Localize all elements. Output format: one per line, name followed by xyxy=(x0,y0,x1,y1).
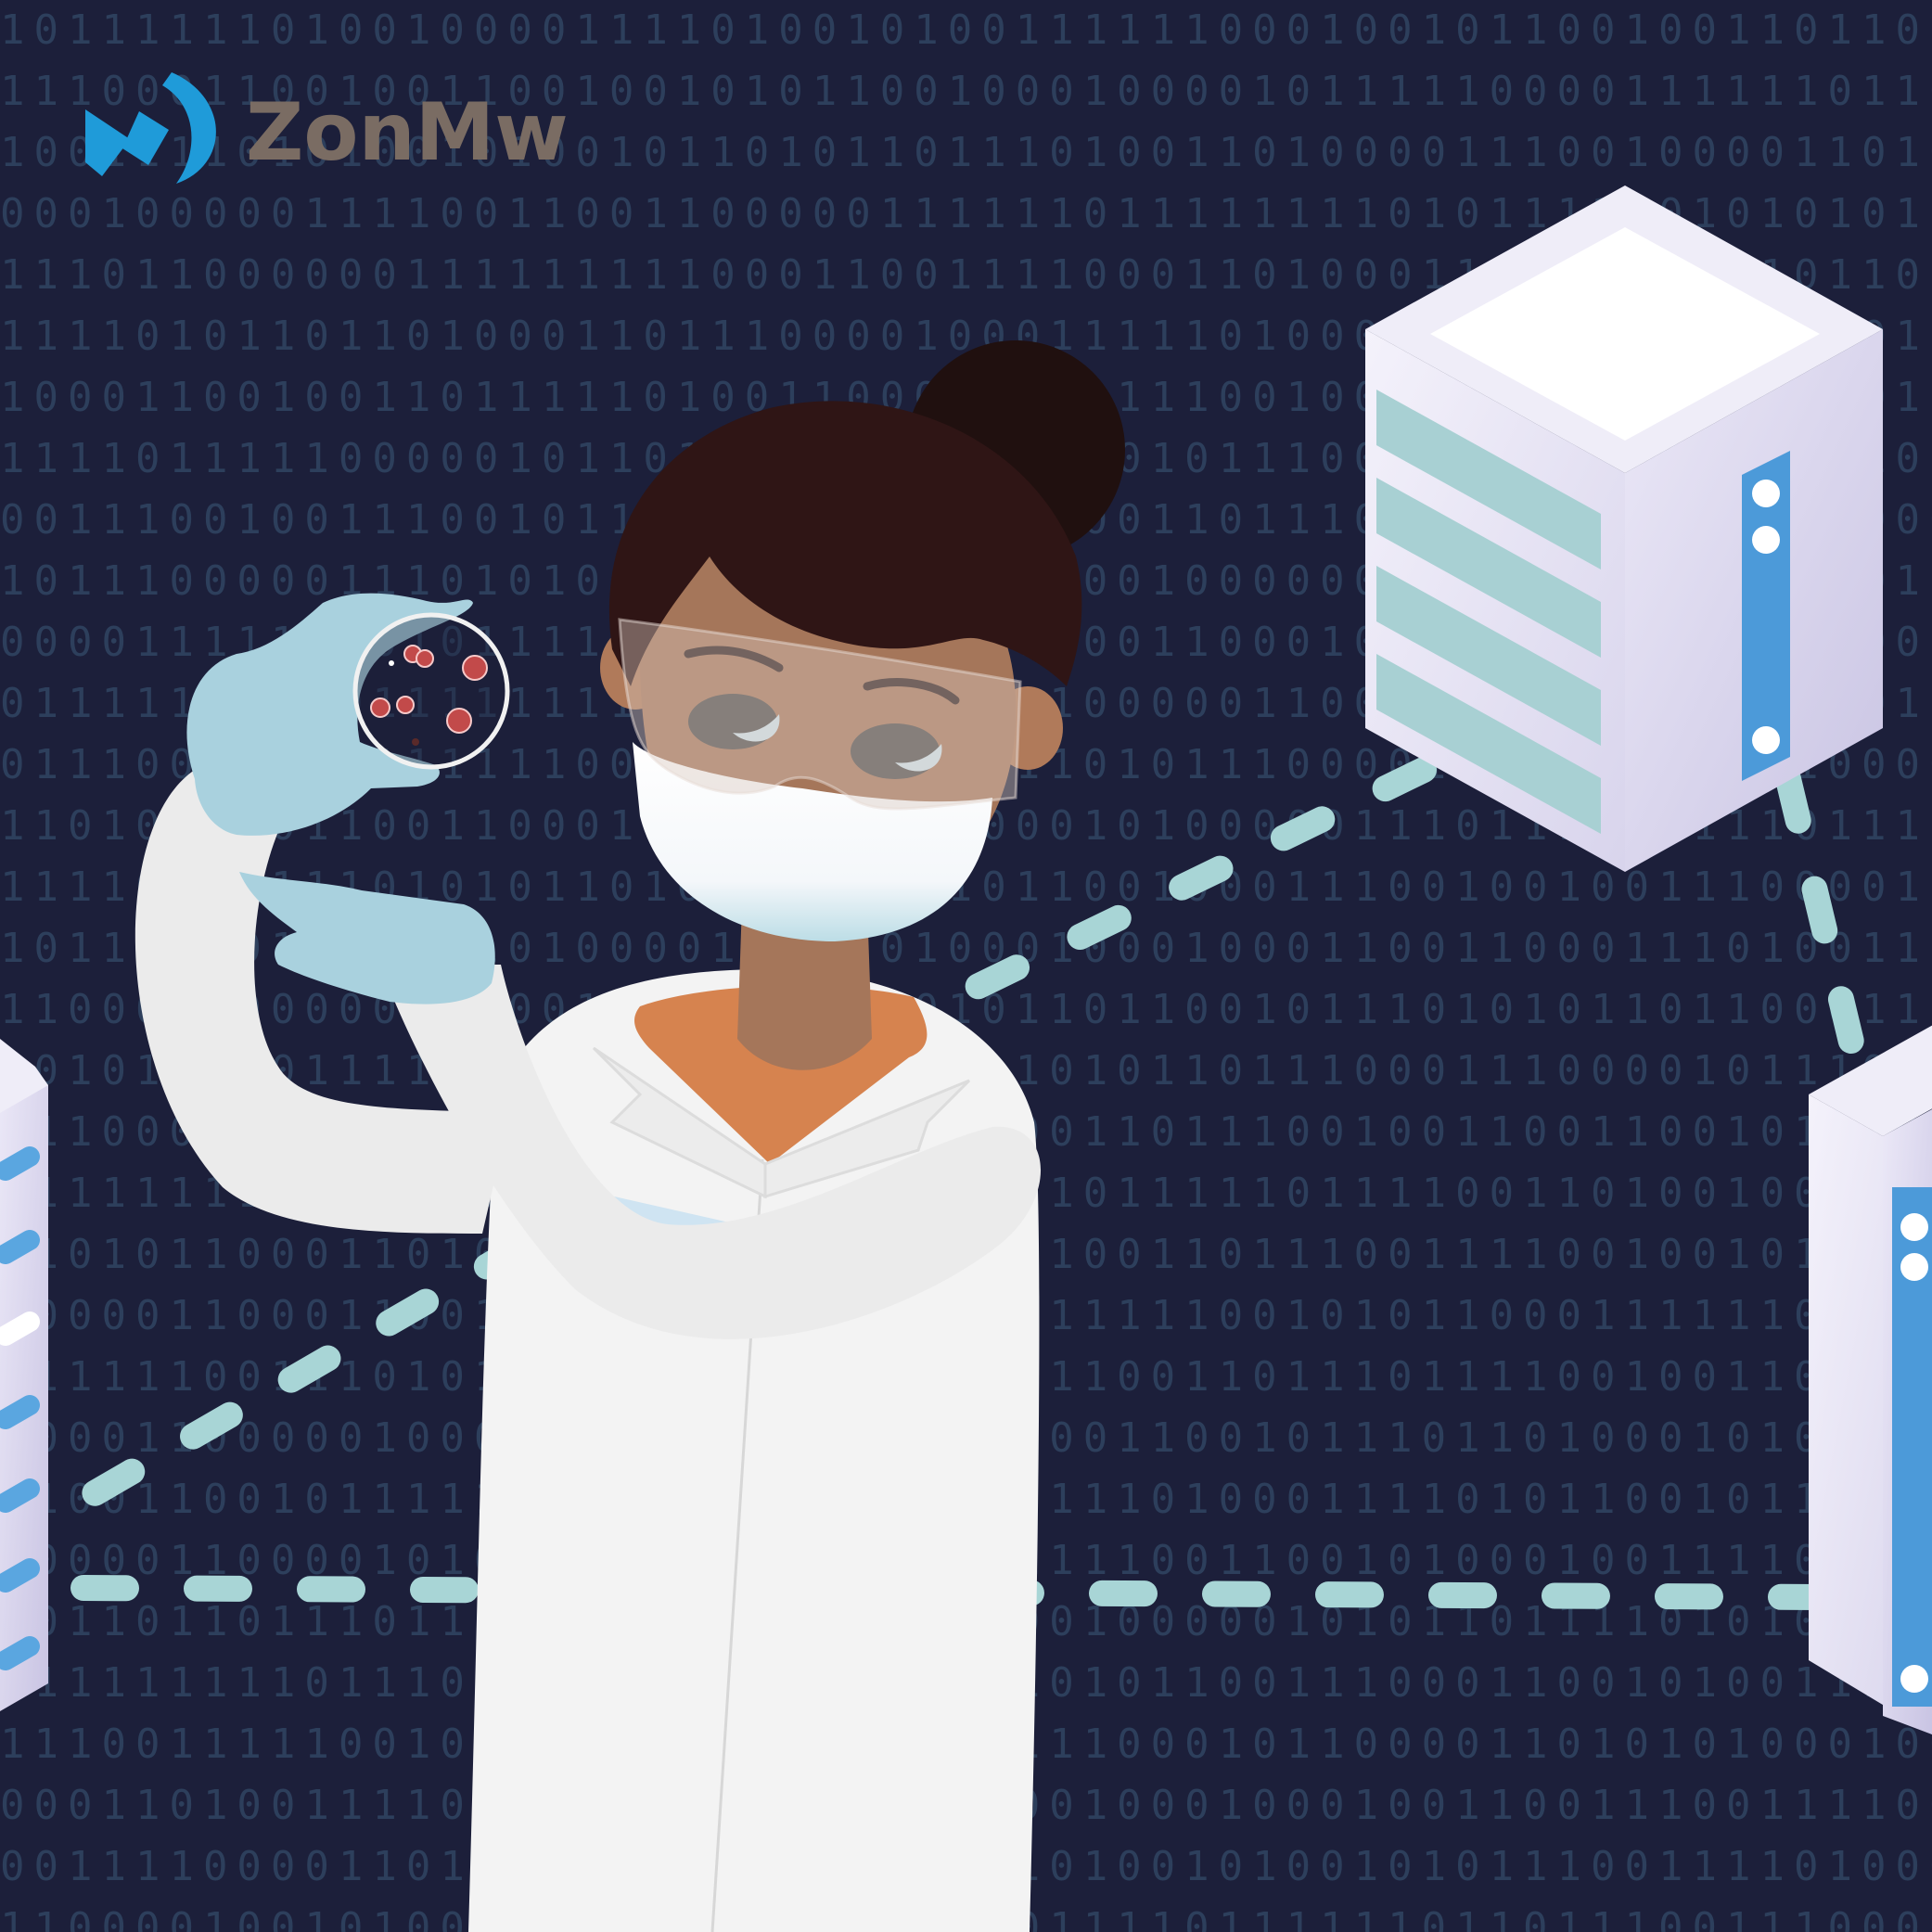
server-status-light xyxy=(1900,1253,1928,1281)
eyebrow-left xyxy=(684,646,784,672)
coat-lapel-right xyxy=(763,1079,971,1199)
eye-right xyxy=(851,723,942,779)
glove-pointing-hand xyxy=(239,872,495,1004)
server-status-light xyxy=(1900,1665,1928,1693)
brand-wordmark: ZonMw xyxy=(246,86,569,179)
server-status-light xyxy=(1752,526,1780,554)
server-left-edge xyxy=(0,1039,48,1711)
server-drive-bays xyxy=(1376,390,1601,834)
safety-goggles xyxy=(618,618,1022,811)
researcher-head xyxy=(600,340,1125,941)
zonmw-logo-icon xyxy=(85,72,216,184)
server-top-right xyxy=(1365,186,1883,872)
coat-lapel-left xyxy=(592,1046,767,1199)
glove-raised-hand xyxy=(186,593,473,836)
neck xyxy=(737,904,872,1070)
eye-left xyxy=(688,694,780,749)
researcher-figure: searcher xyxy=(134,340,1125,1932)
server-drive-bays xyxy=(0,1146,40,1670)
server-status-light xyxy=(1752,726,1780,754)
virus-particles xyxy=(370,645,488,746)
petri-dish-icon xyxy=(352,612,510,770)
server-bottom-right xyxy=(1809,1025,1932,1734)
server-status-light xyxy=(1900,1213,1928,1241)
connection-line-right xyxy=(1775,766,1868,1070)
server-status-light xyxy=(1752,480,1780,507)
hair xyxy=(608,401,1082,686)
eyebrow-right xyxy=(863,678,960,705)
connection-lines xyxy=(33,757,1868,1610)
coat-sleeve-raised xyxy=(134,770,510,1234)
zonmw-logo: ZonMw xyxy=(85,72,569,184)
coat-sleeve-front xyxy=(380,965,1042,1339)
